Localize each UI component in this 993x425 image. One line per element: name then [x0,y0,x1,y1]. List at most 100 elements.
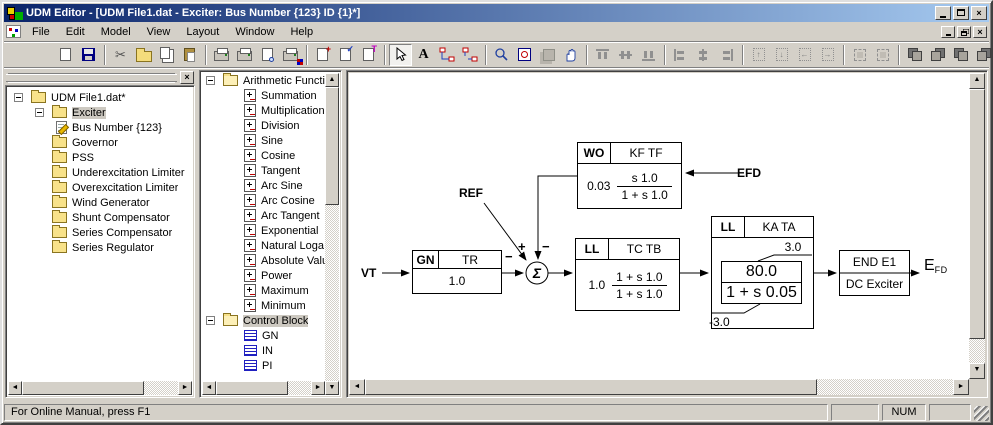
cut-button[interactable]: ✂ [109,44,132,66]
scroll-thumb[interactable] [365,379,817,395]
menu-layout[interactable]: Layout [186,25,220,38]
align-center-button[interactable] [692,44,715,66]
open-button[interactable] [132,44,155,66]
scroll-track[interactable] [817,379,953,395]
zoom-region-button[interactable] [513,44,536,66]
tree-item-overexcitation-limiter[interactable]: Overexcitation Limiter [8,180,192,195]
menu-model[interactable]: Model [100,25,131,38]
tree-item-summation[interactable]: Summation [202,88,325,103]
print-button[interactable] [233,44,256,66]
scroll-track[interactable] [969,339,985,363]
scroll-track[interactable] [144,381,178,395]
panel-gripper[interactable] [6,73,177,82]
canvas-hscrollbar[interactable]: ◄ ► [349,379,969,395]
scroll-track[interactable] [288,381,311,395]
scroll-down-button[interactable]: ▼ [969,363,985,379]
save-button[interactable] [77,44,100,66]
unlink-tool-button[interactable] [458,44,481,66]
tree-item-cosine[interactable]: Cosine [202,148,325,163]
distribute-down-button[interactable]: ↓ [770,44,793,66]
scroll-thumb[interactable] [325,87,339,205]
copy-button[interactable] [155,44,178,66]
bring-to-front-button[interactable] [903,44,926,66]
scroll-track[interactable] [325,205,339,381]
tree-item-exciter[interactable]: Exciter [8,105,192,120]
align-top-button[interactable] [591,44,614,66]
zoom-tool-button[interactable] [490,44,513,66]
tree-item-absolute-value[interactable]: Absolute Valu [202,253,325,268]
tree-item-sine[interactable]: Sine [202,133,325,148]
scroll-left-button[interactable]: ◄ [202,381,216,395]
app-icon[interactable] [6,6,22,20]
scroll-right-button[interactable]: ► [311,381,325,395]
maximize-button[interactable] [953,6,969,20]
tree-item-governor[interactable]: Governor [8,135,192,150]
scroll-thumb[interactable] [22,381,144,395]
efd-input-label[interactable]: EFD [737,166,761,180]
text-tool-button[interactable]: A [412,44,435,66]
tree-item-arc-tangent[interactable]: Arc Tangent [202,208,325,223]
scroll-left-button[interactable]: ◄ [8,381,22,395]
fit-width-button[interactable] [848,44,871,66]
distribute-left-button[interactable]: ← [793,44,816,66]
tree-item-wind-generator[interactable]: Wind Generator [8,195,192,210]
distribute-up-button[interactable]: ↑ [747,44,770,66]
batch-print-button[interactable] [210,44,233,66]
mdi-restore-button[interactable] [957,25,971,38]
resize-grip[interactable] [974,406,989,421]
mdi-close-button[interactable]: × [973,25,987,38]
align-right-button[interactable] [715,44,738,66]
tree-item-series-regulator[interactable]: Series Regulator [8,240,192,255]
scroll-up-button[interactable]: ▲ [325,73,339,87]
end-block[interactable]: END E1 DC Exciter [839,250,910,296]
tree-item-arc-sine[interactable]: Arc Sine [202,178,325,193]
menu-help[interactable]: Help [290,25,314,38]
new-document-button[interactable] [54,44,77,66]
expand-toggle[interactable] [14,93,23,102]
tree-item-natural-logarithm[interactable]: Natural Loga [202,238,325,253]
validate-model-button[interactable]: ✓ [334,44,357,66]
menu-view[interactable]: View [146,25,171,38]
blocks-tool-button[interactable] [536,44,559,66]
vt-input-label[interactable]: VT [361,266,377,280]
model-report-button[interactable]: T [357,44,380,66]
scroll-thumb[interactable] [969,89,985,339]
link-tool-button[interactable] [435,44,458,66]
paste-button[interactable] [178,44,201,66]
align-bottom-button[interactable] [637,44,660,66]
block-tree-hscrollbar[interactable]: ◄ ► [202,381,325,395]
tree-item-pi[interactable]: PI [202,358,325,373]
expand-toggle[interactable] [206,316,215,325]
tree-item-minimum[interactable]: Minimum [202,298,325,313]
scroll-left-button[interactable]: ◄ [349,379,365,395]
tree-item-multiplication[interactable]: Multiplication [202,103,325,118]
tree-item-in[interactable]: IN [202,343,325,358]
align-middle-button[interactable] [614,44,637,66]
close-button[interactable]: × [971,6,987,20]
send-backward-button[interactable] [972,44,991,66]
scroll-right-button[interactable]: ► [953,379,969,395]
send-to-back-button[interactable] [926,44,949,66]
distribute-right-button[interactable]: → [816,44,839,66]
tree-item-shunt-compensator[interactable]: Shunt Compensator [8,210,192,225]
tree-item-division[interactable]: Division [202,118,325,133]
tree-item-series-compensator[interactable]: Series Compensator [8,225,192,240]
tree-item-gn[interactable]: GN [202,328,325,343]
tree-item-arithmetic-functions[interactable]: Arithmetic Functio [202,73,325,88]
tree-item-tangent[interactable]: Tangent [202,163,325,178]
tree-item-underexcitation-limiter[interactable]: Underexcitation Limiter [8,165,192,180]
scroll-down-button[interactable]: ▼ [325,381,339,395]
scroll-thumb[interactable] [216,381,288,395]
tree-item-maximum[interactable]: Maximum [202,283,325,298]
tree-item-exponential[interactable]: Exponential [202,223,325,238]
tree-item-control-block[interactable]: Control Block [202,313,325,328]
scroll-up-button[interactable]: ▲ [969,73,985,89]
tree-item-arc-cosine[interactable]: Arc Cosine [202,193,325,208]
tree-item-bus-number[interactable]: Bus Number {123} [8,120,192,135]
mdi-minimize-button[interactable] [941,25,955,38]
print-preview-button[interactable] [256,44,279,66]
